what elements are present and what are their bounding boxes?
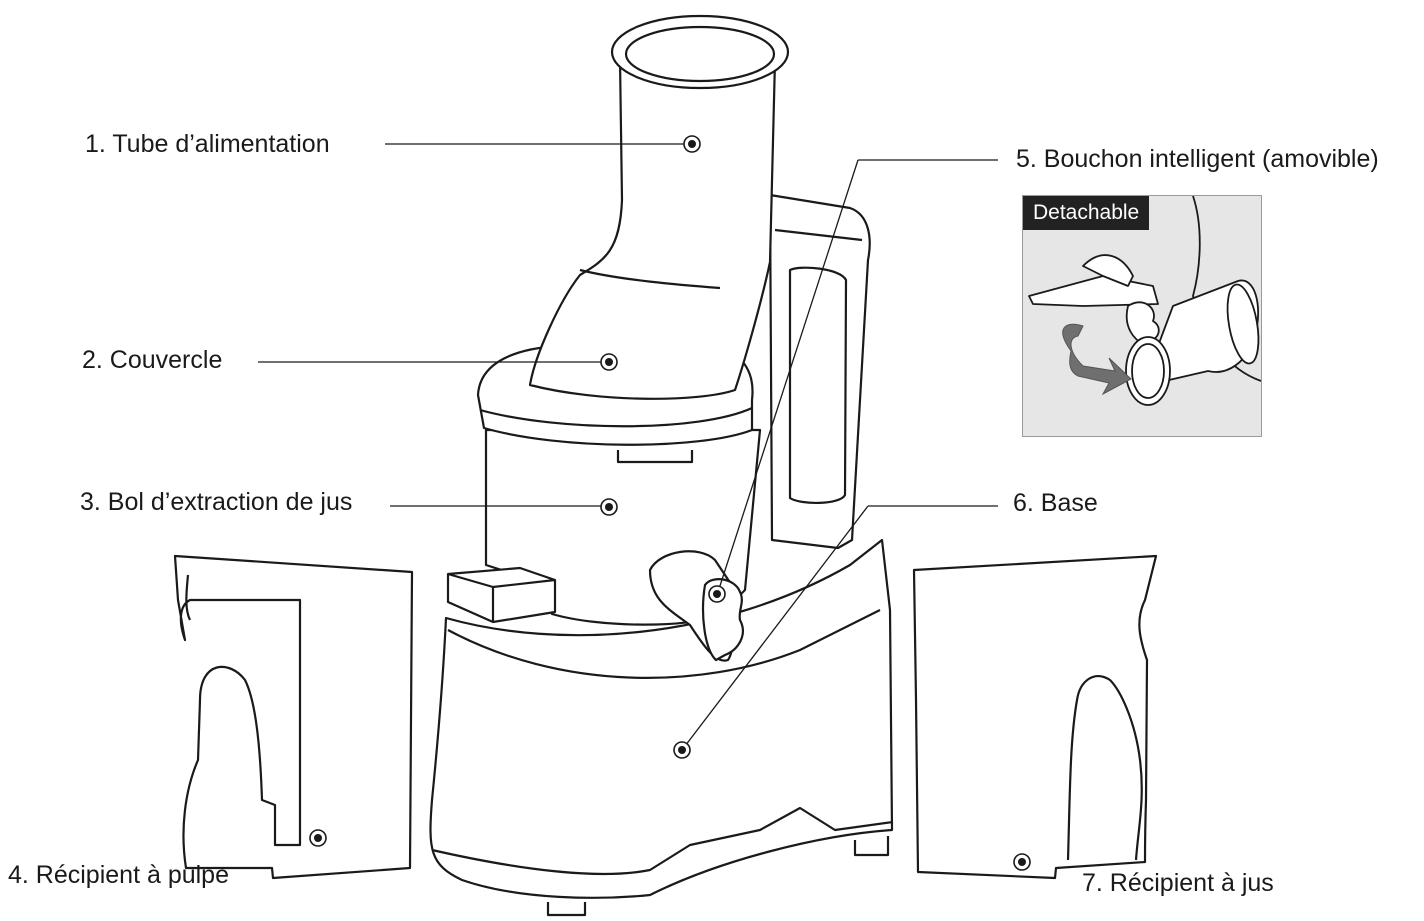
cap-ring [1125, 336, 1171, 406]
detachable-inset: Detachable [1022, 195, 1262, 437]
base-foot-right [853, 836, 890, 857]
tower [768, 193, 871, 550]
base-top-line [447, 609, 881, 679]
detachable-badge: Detachable [1023, 196, 1150, 230]
label-base: 6. Base [1013, 489, 1098, 517]
label-extraction-bowl: 3. Bol d’extraction de jus [80, 488, 353, 516]
rotate-arrow-icon [1062, 323, 1132, 396]
feed-tube [528, 58, 777, 400]
label-smart-cap: 5. Bouchon intelligent (amovible) [1016, 145, 1379, 173]
pulp-container [173, 554, 414, 880]
label-feed-tube: 1. Tube d’alimentation [85, 130, 330, 158]
base-foot-left [546, 902, 587, 917]
smart-cap-detail [1028, 196, 1261, 406]
callout-dots [309, 135, 1031, 871]
bowl-outlet [446, 566, 557, 624]
label-juice-container: 7. Récipient à jus [1082, 869, 1274, 897]
base-foot-contour [431, 806, 894, 876]
juice-container [912, 554, 1158, 880]
feed-tube-rim [610, 14, 790, 90]
label-lid: 2. Couvercle [82, 346, 223, 374]
label-pulp-container: 4. Récipient à pulpe [8, 861, 229, 889]
